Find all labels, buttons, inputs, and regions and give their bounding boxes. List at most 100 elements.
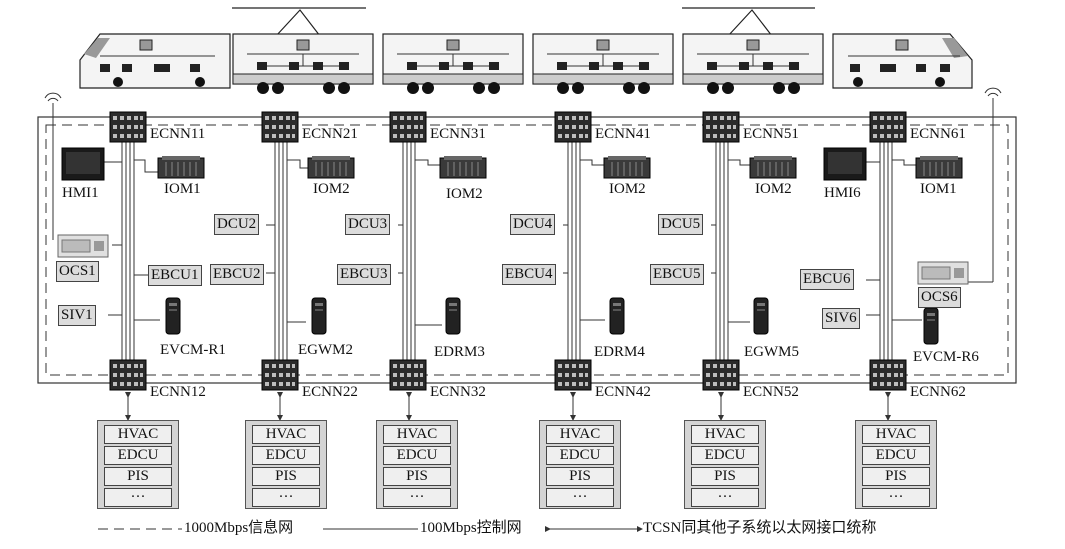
switch-ecnn12	[109, 359, 147, 391]
subsystem-edcu: EDCU	[691, 446, 759, 465]
pantograph	[275, 9, 321, 37]
subsystem-more: ···	[546, 488, 614, 507]
switch-ecnn11	[109, 111, 147, 143]
iom-device	[603, 155, 651, 179]
switch-label: ECNN32	[430, 384, 486, 400]
subsystem-pis: PIS	[862, 467, 930, 486]
ebcu-box: EBCU2	[210, 264, 264, 285]
subsystem-hvac: HVAC	[691, 425, 759, 444]
dcu-box: DCU4	[510, 214, 556, 235]
subsystem-pis: PIS	[383, 467, 451, 486]
ocs-device	[917, 261, 969, 285]
device-label: EGWM5	[744, 344, 799, 360]
dcu-box: DCU3	[345, 214, 391, 235]
subsystem-edcu: EDCU	[383, 446, 451, 465]
ebcu-box: EBCU6	[800, 269, 854, 290]
iom-label: IOM2	[755, 181, 792, 197]
switch-ecnn52	[702, 359, 740, 391]
train-tail-car	[832, 33, 973, 89]
switch-ecnn62	[869, 359, 907, 391]
hmi-label: HMI6	[824, 185, 861, 201]
switch-label: ECNN42	[595, 384, 651, 400]
switch-label: ECNN41	[595, 126, 651, 142]
switch-ecnn31	[389, 111, 427, 143]
subsystem-more: ···	[862, 488, 930, 507]
iom-label: IOM2	[446, 186, 483, 202]
legend-info-net: 1000Mbps信息网	[184, 520, 294, 536]
edrm-device	[445, 297, 461, 335]
legend-tcsn-note: TCSN同其他子系统以太网接口统称	[643, 520, 877, 536]
antenna-icon	[984, 87, 1002, 118]
switch-label: ECNN52	[743, 384, 799, 400]
switch-ecnn21	[261, 111, 299, 143]
hmi-device	[823, 147, 867, 181]
switch-label: ECNN12	[150, 384, 206, 400]
device-label: EVCM-R1	[160, 342, 226, 358]
siv-box: SIV1	[58, 305, 96, 326]
dcu-box: DCU5	[658, 214, 704, 235]
device-label: EDRM3	[434, 344, 485, 360]
subsystem-pis: PIS	[252, 467, 320, 486]
switch-label: ECNN21	[302, 126, 358, 142]
hmi-label: HMI1	[62, 185, 99, 201]
subsystem-pis: PIS	[546, 467, 614, 486]
dcu-box: DCU2	[214, 214, 260, 235]
switch-ecnn32	[389, 359, 427, 391]
iom-device	[439, 155, 487, 179]
device-label: EVCM-R6	[913, 349, 979, 365]
subsystem-hvac: HVAC	[104, 425, 172, 444]
subsystem-pis: PIS	[104, 467, 172, 486]
control-network-loop	[37, 116, 1017, 384]
iom-device	[915, 155, 963, 179]
subsystem-stack: HVAC EDCU PIS ···	[245, 420, 327, 509]
switch-label: ECNN11	[150, 126, 206, 142]
switch-label: ECNN51	[743, 126, 799, 142]
ebcu-box: EBCU3	[337, 264, 391, 285]
train-head-car	[79, 33, 231, 89]
subsystem-hvac: HVAC	[546, 425, 614, 444]
ebcu-box: EBCU5	[650, 264, 704, 285]
switch-label: ECNN31	[430, 126, 486, 142]
subsystem-more: ···	[252, 488, 320, 507]
switch-label: ECNN22	[302, 384, 358, 400]
iom-device	[157, 155, 205, 179]
info-network-loop	[45, 124, 1009, 376]
edrm-device	[609, 297, 625, 335]
ocs-label: OCS6	[918, 287, 961, 308]
switch-ecnn61	[869, 111, 907, 143]
egwm-device	[753, 297, 769, 335]
ebcu-box: EBCU4	[502, 264, 556, 285]
subsystem-more: ···	[691, 488, 759, 507]
switch-ecnn42	[554, 359, 592, 391]
switch-ecnn22	[261, 359, 299, 391]
subsystem-edcu: EDCU	[862, 446, 930, 465]
subsystem-edcu: EDCU	[104, 446, 172, 465]
pantograph	[727, 9, 773, 37]
switch-label: ECNN61	[910, 126, 966, 142]
subsystem-edcu: EDCU	[546, 446, 614, 465]
subsystem-more: ···	[383, 488, 451, 507]
iom-label: IOM2	[313, 181, 350, 197]
switch-ecnn41	[554, 111, 592, 143]
subsystem-hvac: HVAC	[252, 425, 320, 444]
subsystem-stack: HVAC EDCU PIS ···	[97, 420, 179, 509]
subsystem-stack: HVAC EDCU PIS ···	[376, 420, 458, 509]
subsystem-hvac: HVAC	[862, 425, 930, 444]
subsystem-stack: HVAC EDCU PIS ···	[539, 420, 621, 509]
iom-label: IOM1	[164, 181, 201, 197]
iom-label: IOM1	[920, 181, 957, 197]
subsystem-hvac: HVAC	[383, 425, 451, 444]
device-label: EDRM4	[594, 344, 645, 360]
subsystem-edcu: EDCU	[252, 446, 320, 465]
subsystem-stack: HVAC EDCU PIS ···	[855, 420, 937, 509]
ocs-label: OCS1	[56, 261, 99, 282]
iom-device	[749, 155, 797, 179]
subsystem-stack: HVAC EDCU PIS ···	[684, 420, 766, 509]
siv-box: SIV6	[822, 308, 860, 329]
subsystem-pis: PIS	[691, 467, 759, 486]
iom-label: IOM2	[609, 181, 646, 197]
egwm-device	[311, 297, 327, 335]
device-label: EGWM2	[298, 342, 353, 358]
ocs-device	[57, 234, 109, 258]
